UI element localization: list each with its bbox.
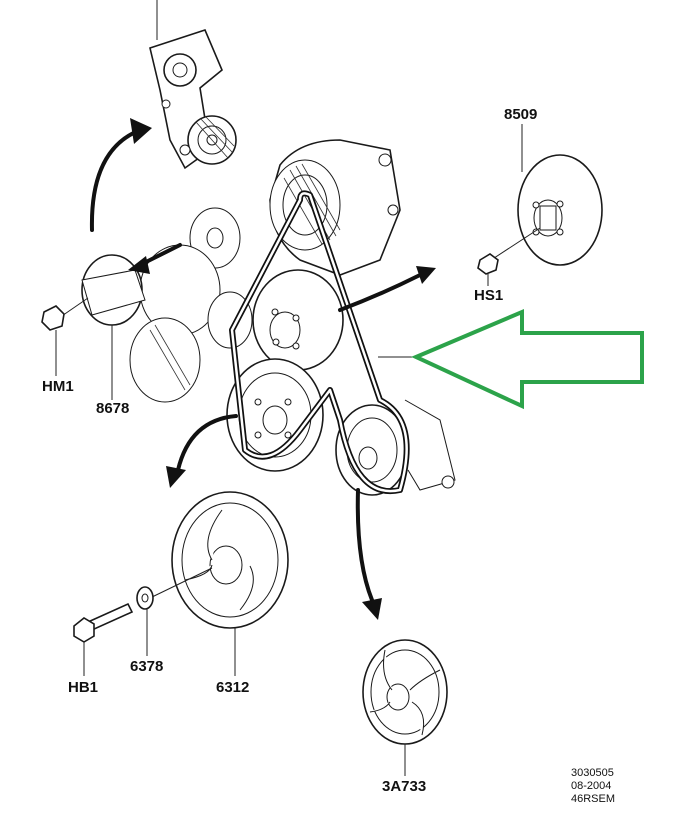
tensioner-direction-arrow [89,118,152,232]
drawing-info: 3030505 08-2004 46RSEM [571,767,615,806]
power-steering-pulley-installed [335,399,456,496]
water-pump-direction-arrow [338,266,436,312]
serpentine-belt [229,190,410,495]
callout-8678: 8678 [96,400,130,417]
bolt-hb1 [73,602,134,676]
water-pump-pulley [252,269,344,371]
highlight-arrow-green [378,308,644,410]
bolt-hm1 [41,297,89,376]
drawing-date: 08-2004 [571,780,612,792]
idler-direction-arrow [128,243,182,274]
belt-tensioner-assembly [149,0,237,170]
callout-8509: 8509 [504,106,538,123]
crankshaft-damper-6312 [171,491,289,676]
callout-hm1: HM1 [42,378,74,395]
callout-6312: 6312 [216,679,250,696]
alternator [269,139,401,276]
drawing-number: 3030505 [571,767,614,779]
power-steering-direction-arrow [355,488,382,620]
damper-direction-arrow [166,414,238,488]
callout-hs1: HS1 [474,287,504,304]
drawing-code: 46RSEM [571,793,616,805]
washer-6378 [136,567,213,656]
idler-pulley-8678 [81,254,146,400]
callout-6378: 6378 [130,658,164,675]
engine-mounted-pulleys [129,207,253,403]
power-steering-pulley-3a733 [362,639,448,776]
callout-hb1: HB1 [68,679,99,696]
bolt-hs1 [477,227,541,286]
water-pump-pulley-8509 [517,124,603,266]
callout-3a733: 3A733 [382,778,427,795]
